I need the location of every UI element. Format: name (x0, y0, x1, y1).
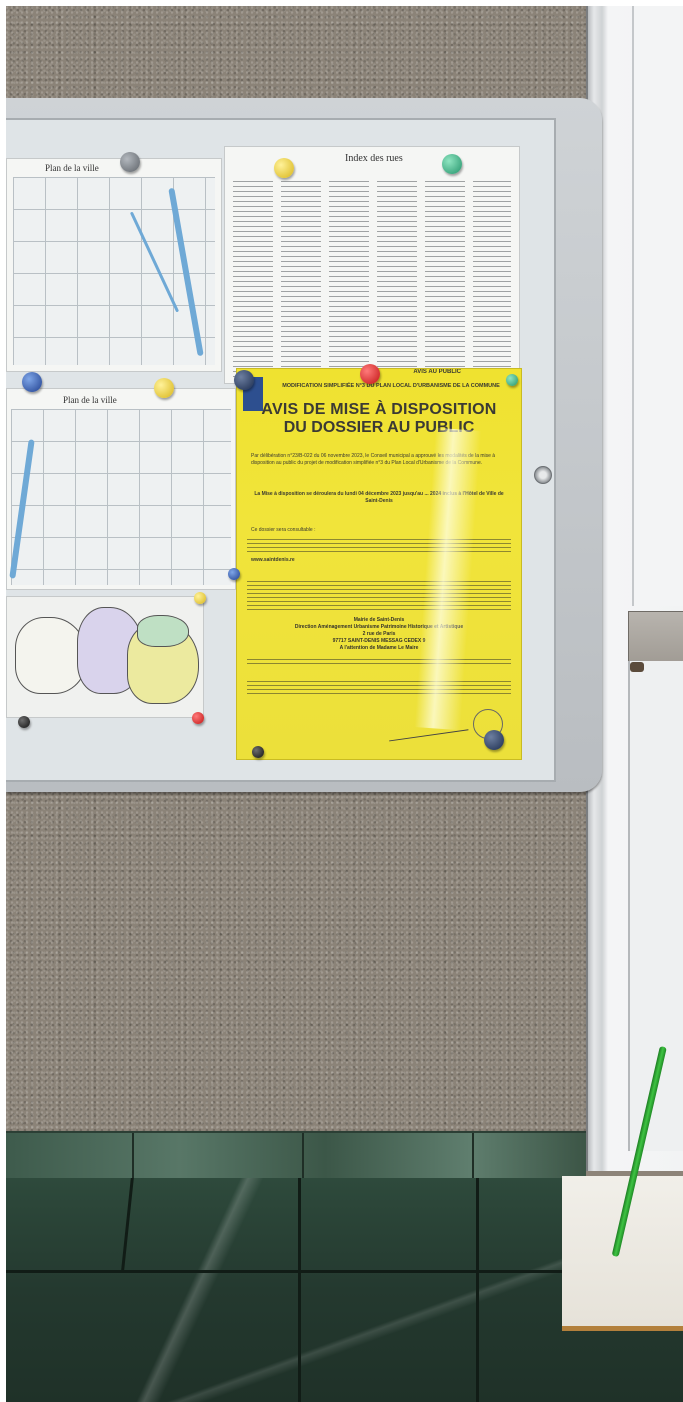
push-pin (194, 592, 206, 604)
board-lock-icon (534, 466, 552, 484)
city-map-sheet: Plan de la ville (6, 158, 222, 372)
push-pin (192, 712, 204, 724)
push-pin (120, 152, 140, 172)
tile-joint (6, 1270, 566, 1273)
poster-period: La Mise à disposition se déroulera du lu… (254, 491, 504, 504)
poster-consult: Ce dossier sera consultable : (251, 527, 316, 533)
poster-text-block (247, 597, 511, 611)
district-zone (15, 617, 87, 694)
tile-joint (298, 1178, 301, 1402)
public-notice-poster: AVIS AU PUBLIC MODIFICATION SIMPLIFIÉE N… (236, 368, 522, 760)
poster-intro: Par délibération n°23/B-022 du 06 novemb… (251, 453, 496, 466)
push-pin (22, 372, 42, 392)
door-glass-panel (632, 6, 683, 606)
map-grid (13, 177, 215, 365)
river-line (168, 187, 204, 357)
address-line3: 2 rue de Paris (362, 631, 396, 637)
street-index-columns (233, 181, 511, 377)
tile-joint (476, 1178, 479, 1402)
notice-label: AVIS AU PUBLIC (413, 369, 461, 375)
marble-baseboard (6, 1131, 586, 1181)
door-kick-plate (628, 611, 683, 663)
map-sheet2-title: Plan de la ville (63, 395, 117, 405)
push-pin (234, 370, 254, 390)
push-pin (252, 746, 264, 758)
door-bolt (630, 662, 644, 672)
poster-text-block (247, 659, 511, 665)
address-line1: Mairie de Saint-Denis (353, 617, 405, 623)
river-line (9, 439, 35, 579)
push-pin (274, 158, 294, 178)
poster-title-line1: AVIS DE MISE À DISPOSITION (261, 401, 497, 418)
city-map-sheet-2: Plan de la ville (6, 388, 236, 590)
push-pin (228, 568, 240, 580)
map-grid (9, 409, 231, 585)
address-line5: A l'attention de Madame Le Maire (339, 645, 419, 651)
push-pin (18, 716, 30, 728)
index-sheet-title: Index des rues (345, 153, 403, 164)
photo: Plan de la ville Plan de la ville Index … (6, 6, 683, 1402)
address-line4: 97717 SAINT-DENIS MESSAG CEDEX 9 (332, 638, 426, 644)
push-pin (484, 730, 504, 750)
tile-joint (121, 1178, 134, 1270)
map-sheet-title: Plan de la ville (45, 163, 99, 173)
push-pin (442, 154, 462, 174)
poster-header: MODIFICATION SIMPLIFIÉE N°3 DU PLAN LOCA… (282, 383, 500, 389)
baseboard-seam (302, 1133, 304, 1181)
white-box-on-floor (562, 1176, 683, 1331)
poster-text-block (247, 581, 511, 595)
image-top-border (0, 0, 683, 6)
river-line (129, 211, 180, 313)
poster-website: www.saintdenis.re (251, 557, 295, 563)
address-line2: Direction Aménagement Urbanisme Patrimoi… (294, 624, 464, 630)
baseboard-seam (132, 1133, 134, 1181)
push-pin (154, 378, 174, 398)
poster-title-line2: DU DOSSIER AU PUBLIC (283, 419, 475, 436)
push-pin (360, 364, 380, 384)
districts-map-sheet (6, 596, 204, 718)
baseboard-seam (472, 1133, 474, 1181)
street-index-sheet: Index des rues (224, 146, 520, 384)
push-pin (506, 374, 518, 386)
poster-text-block (247, 681, 511, 695)
district-zone (137, 615, 189, 647)
